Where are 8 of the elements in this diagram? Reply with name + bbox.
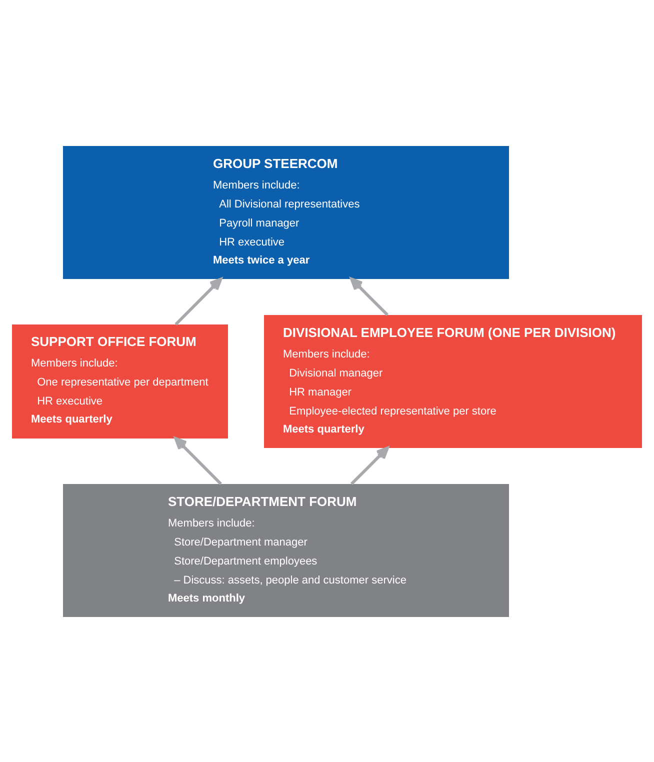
node-box: SUPPORT OFFICE FORUM Members include: One representative per department HR executive Meets quarterly xyxy=(12,324,228,438)
node-box: GROUP STEERCOM Members include: All Divisional representatives Payroll manager HR executive Meets twice a year xyxy=(63,146,509,278)
arrow xyxy=(174,277,222,325)
node-box: STORE/DEPARTMENT FORUM Members include: Store/Department manager Store/Department employees – Discuss: assets, people and customer service Meets monthly xyxy=(63,484,509,616)
arrow xyxy=(350,446,389,485)
arrow xyxy=(350,277,389,316)
arrow xyxy=(174,436,222,485)
node-box: DIVISIONAL EMPLOYEE FORUM (ONE PER DIVISION) Members include: Divisional manager HR manager Employee-elected representative per store Meets quarterly xyxy=(264,314,642,448)
